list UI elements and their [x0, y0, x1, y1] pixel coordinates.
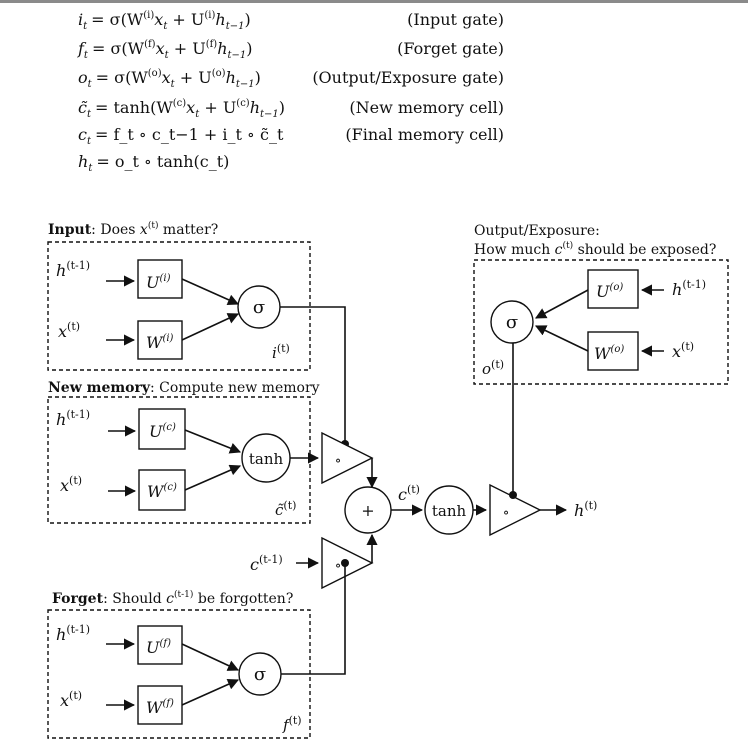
input-h-prev-label: h(t-1): [56, 259, 90, 280]
f-t-junction: [341, 559, 349, 567]
W-f-label: W(f): [146, 698, 174, 717]
output-section-title: Output/Exposure:: [474, 223, 600, 239]
hadamard-lower-symbol: ∘: [335, 558, 342, 574]
U-f-label: U(f): [146, 638, 171, 657]
U-c-label: U(c): [149, 422, 176, 441]
sigma-symbol: σ: [254, 664, 266, 685]
equation-label: (Forget gate): [397, 39, 504, 58]
equations-block: it= σ(W(i)xt + U(i)ht−1) (Input gate) ft…: [77, 10, 504, 174]
output-U-to-sigma: [535, 289, 589, 319]
input-W-to-sigma: [181, 313, 240, 341]
U-o-box: [587, 269, 639, 309]
equation-forget-gate: ft= σ(W(f)xt + U(f)ht−1) (Forget gate): [77, 39, 504, 61]
tanh-label: tanh: [249, 450, 284, 468]
U-o-label: U(o): [596, 282, 623, 301]
hadamard-upper: [321, 431, 374, 485]
hadamard-output-symbol: ∘: [503, 505, 510, 521]
W-o-label: W(o): [594, 344, 624, 363]
equation-label: (Final memory cell): [345, 125, 504, 144]
new-memory-gate: h(t-1) U(c) x(t) W(c) tanh c̃(t): [56, 408, 320, 519]
input-x-label: x(t): [58, 320, 80, 341]
svg-text:ot= σ(W(o)xt + U(o)ht−1): ot= σ(W(o)xt + U(o)ht−1): [78, 68, 261, 90]
f-t-label: f(t): [282, 714, 302, 734]
newmem-U-to-tanh: [184, 429, 242, 454]
forget-gate: h(t-1) U(f) x(t) W(f) σ f(t): [56, 559, 349, 734]
sigma-symbol: σ: [253, 297, 265, 318]
plus-symbol: +: [361, 501, 374, 520]
svg-text:ht= o_t ∘ tanh(c_t): ht= o_t ∘ tanh(c_t): [78, 152, 229, 174]
newmem-W-to-tanh: [184, 464, 242, 491]
svg-text:c̃t= tanh(W(c)xt + U(c)ht−1): c̃t= tanh(W(c)xt + U(c)ht−1): [78, 98, 285, 120]
f-t-wire: [281, 566, 346, 675]
o-t-label: o(t): [482, 358, 504, 378]
hadamard-upper-symbol: ∘: [335, 453, 342, 469]
W-c-label: W(c): [147, 482, 177, 501]
forget-section-heading: Forget: Should c(t-1) be forgotten?: [52, 589, 293, 607]
tanh-label: tanh: [432, 502, 467, 520]
new-memory-section-heading: New memory: Compute new memory: [48, 380, 320, 396]
svg-text:ct= f_t ∘ c_t−1 + i_t ∘ c̃_t: ct= f_t ∘ c_t−1 + i_t ∘ c̃_t: [78, 125, 284, 147]
svg-text:ft= σ(W(f)xt + U(f)ht−1): ft= σ(W(f)xt + U(f)ht−1): [77, 39, 253, 61]
output-W-to-sigma: [534, 325, 589, 352]
top-border: [0, 0, 748, 3]
forget-x-label: x(t): [60, 689, 82, 710]
W-o-box: [587, 331, 639, 371]
equation-label: (Input gate): [407, 10, 504, 29]
U-c-box: [138, 408, 186, 450]
equation-input-gate: it= σ(W(i)xt + U(i)ht−1) (Input gate): [78, 10, 504, 32]
equation-hidden-state: ht= o_t ∘ tanh(c_t): [78, 152, 229, 174]
c-t-label: c(t): [398, 483, 420, 504]
svg-text:it= σ(W(i)xt + U(i)ht−1): it= σ(W(i)xt + U(i)ht−1): [78, 10, 251, 32]
i-t-wire: [280, 306, 346, 441]
sigma-symbol: σ: [506, 312, 518, 333]
input-gate: h(t-1) U(i) x(t) W(i) σ i(t): [56, 259, 349, 448]
U-i-box: [137, 259, 183, 299]
input-section-heading: Input: Does x(t) matter?: [48, 220, 218, 238]
forget-W-to-sigma: [181, 678, 240, 706]
equation-output-gate: ot= σ(W(o)xt + U(o)ht−1) (Output/Exposur…: [78, 68, 504, 90]
i-t-label: i(t): [272, 342, 290, 362]
output-h-prev-label: h(t-1): [672, 278, 706, 299]
U-i-label: U(i): [146, 273, 171, 292]
W-c-box: [138, 469, 186, 511]
W-i-label: W(i): [146, 333, 174, 352]
o-t-junction: [509, 491, 517, 499]
U-f-box: [137, 625, 183, 665]
output-x-label: x(t): [672, 340, 694, 361]
equation-label: (Output/Exposure gate): [312, 68, 504, 87]
output-gate: U(o) h(t-1) W(o) x(t) σ o(t): [482, 269, 706, 499]
newmem-x-label: x(t): [60, 474, 82, 495]
c-prev-label: c(t-1): [250, 553, 283, 574]
equation-new-memory: c̃t= tanh(W(c)xt + U(c)ht−1) (New memory…: [78, 98, 504, 120]
W-f-box: [137, 685, 183, 725]
equation-label: (New memory cell): [349, 98, 504, 117]
newmem-h-prev-label: h(t-1): [56, 408, 90, 429]
output-gate-region: [473, 259, 729, 385]
output-sigma-node: [490, 300, 534, 344]
equation-final-memory: ct= f_t ∘ c_t−1 + i_t ∘ c̃_t (Final memo…: [78, 125, 504, 147]
ct-tilde-label: c̃(t): [275, 499, 296, 519]
input-gate-region: [47, 241, 311, 371]
output-section-question: How much c(t) should be exposed?: [474, 240, 716, 258]
forget-U-to-sigma: [181, 643, 240, 671]
forget-h-prev-label: h(t-1): [56, 623, 90, 644]
W-i-box: [137, 320, 183, 360]
h-t-label: h(t): [574, 499, 597, 520]
input-U-to-sigma: [181, 278, 240, 306]
